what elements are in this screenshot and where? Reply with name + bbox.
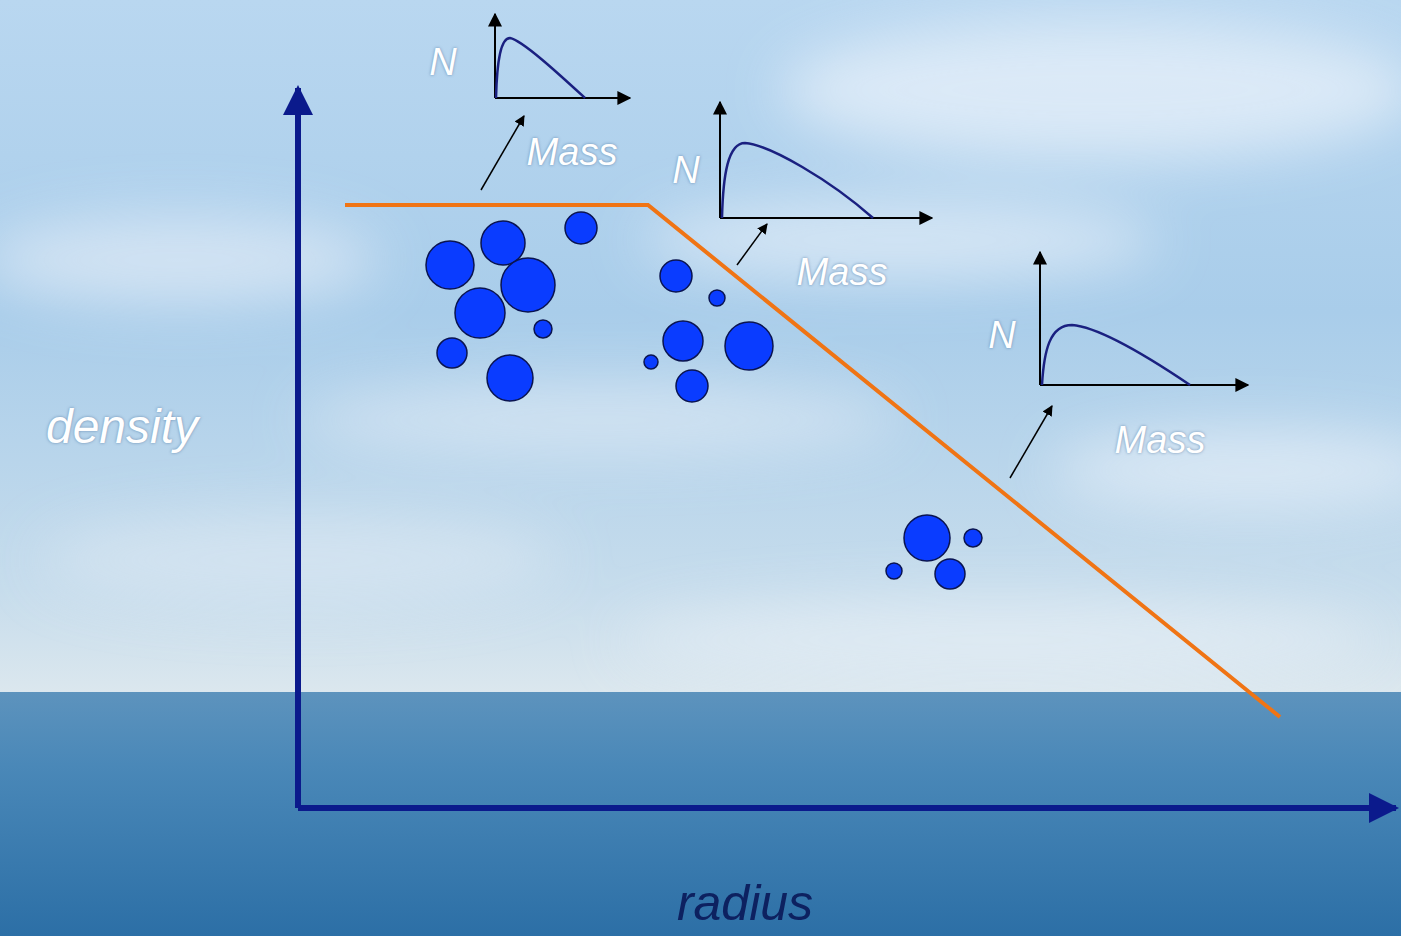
cloud <box>0 215 380 305</box>
clump <box>904 515 950 561</box>
axis-label-mass: Mass <box>1115 421 1206 459</box>
mass-function-inset <box>720 102 932 218</box>
cloud <box>300 385 900 455</box>
pointer-arrow <box>1010 406 1052 478</box>
inset-axis <box>720 217 932 219</box>
cloud <box>620 600 1380 680</box>
clump <box>437 338 467 368</box>
mass-function-inset <box>1040 252 1248 385</box>
clump <box>663 321 703 361</box>
clump <box>964 529 982 547</box>
x-axis <box>298 805 1396 811</box>
clump <box>565 212 597 244</box>
clump-cluster <box>426 212 597 401</box>
inset-axis <box>1040 384 1248 386</box>
cloud <box>640 200 1160 280</box>
clump <box>644 355 658 369</box>
clump-cluster <box>886 515 982 589</box>
clump <box>501 258 555 312</box>
clump <box>534 320 552 338</box>
sea-background <box>0 692 1401 936</box>
inset-axis <box>719 102 721 218</box>
clump <box>426 241 474 289</box>
cloud <box>780 20 1401 160</box>
axis-label-n: N <box>429 43 456 81</box>
clump <box>660 260 692 292</box>
axis-title: radius <box>677 878 813 928</box>
axis-label-n: N <box>988 316 1015 354</box>
mass-function-curve <box>722 143 873 218</box>
y-axis <box>295 88 301 808</box>
density-profile <box>345 205 1280 717</box>
clump <box>676 370 708 402</box>
mass-function-curve <box>1042 325 1190 385</box>
pointer-arrow <box>737 224 767 265</box>
clump <box>725 322 773 370</box>
axis-title: density <box>46 403 198 451</box>
clump <box>481 221 525 265</box>
cloud <box>1050 430 1401 510</box>
mass-function-inset <box>495 14 630 98</box>
clump <box>886 563 902 579</box>
clump-cluster <box>644 260 773 402</box>
axis-label-n: N <box>672 151 699 189</box>
inset-axis <box>1039 252 1041 385</box>
inset-axis <box>495 97 630 99</box>
axis-label-mass: Mass <box>527 133 618 171</box>
axis-label-mass: Mass <box>797 253 888 291</box>
mass-function-curve <box>496 38 585 98</box>
clouds <box>0 20 1401 680</box>
clump <box>455 288 505 338</box>
clump <box>487 355 533 401</box>
pointer-arrow <box>481 116 524 190</box>
clump <box>709 290 725 306</box>
clump <box>935 559 965 589</box>
